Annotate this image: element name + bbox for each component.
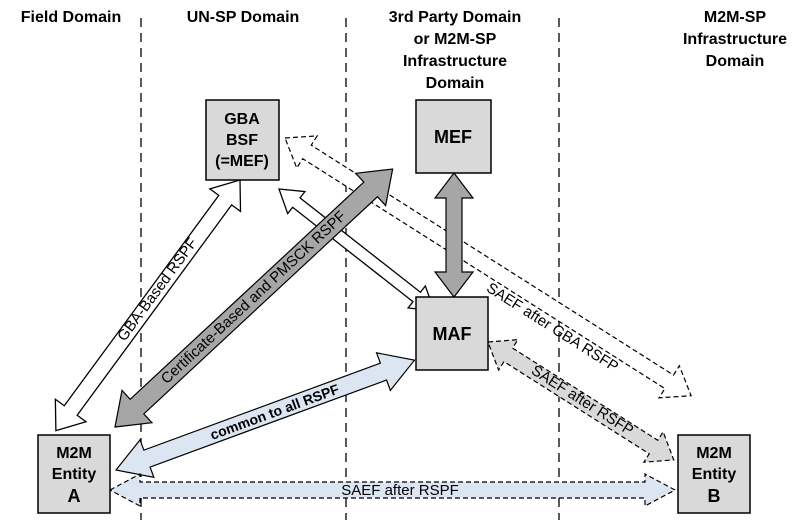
- label-saef-after-rsfp: SAEF after RSFP: [528, 362, 636, 439]
- svg-text:M2M: M2M: [56, 445, 92, 462]
- svg-text:(=MEF): (=MEF): [215, 153, 269, 170]
- arrow-gba-based-rspf: [54, 179, 242, 432]
- arrow-saef-after-rsfp: [487, 338, 675, 463]
- arrow-certificate-pmsck-rspf: [114, 168, 394, 428]
- svg-text:A: A: [68, 486, 81, 506]
- svg-text:B: B: [708, 486, 721, 506]
- node-mef: MEF: [415, 99, 492, 174]
- svg-text:Infrastructure: Infrastructure: [403, 53, 507, 70]
- header-third-party-domain: 3rd Party Domain or M2M-SP Infrastructur…: [389, 9, 521, 92]
- label-common-to-all-rspf: common to all RSPF: [208, 381, 342, 443]
- svg-text:MEF: MEF: [434, 127, 472, 147]
- node-gba-bsf: GBA BSF (=MEF): [205, 99, 280, 181]
- arrow-saef-after-rspf: [108, 473, 677, 507]
- node-maf: MAF: [415, 296, 489, 371]
- svg-text:M2M-SP: M2M-SP: [704, 9, 767, 26]
- svg-text:Entity: Entity: [52, 466, 97, 483]
- arrow-common-to-all-rspf: [114, 352, 416, 479]
- header-field-domain: Field Domain: [21, 9, 121, 26]
- svg-text:BSF: BSF: [226, 132, 258, 149]
- svg-text:Domain: Domain: [706, 53, 765, 70]
- node-m2m-entity-b: M2M Entity B: [677, 434, 751, 514]
- svg-text:GBA: GBA: [224, 111, 260, 128]
- header-unsp-domain: UN-SP Domain: [187, 9, 300, 26]
- svg-text:M2M: M2M: [696, 445, 732, 462]
- label-gba-based-rspf: GBA-Based RSPF: [114, 235, 201, 345]
- label-saef-after-rspf: SAEF after RSPF: [341, 482, 459, 499]
- svg-text:Infrastructure: Infrastructure: [683, 31, 787, 48]
- svg-text:Entity: Entity: [692, 466, 737, 483]
- svg-text:Domain: Domain: [426, 75, 485, 92]
- domain-separators: [140, 18, 560, 520]
- svg-text:MAF: MAF: [433, 324, 472, 344]
- node-m2m-entity-a: M2M Entity A: [37, 434, 111, 514]
- svg-text:or M2M-SP: or M2M-SP: [414, 31, 497, 48]
- header-m2msp-domain: M2M-SP Infrastructure Domain: [683, 9, 787, 70]
- svg-text:3rd Party Domain: 3rd Party Domain: [389, 9, 521, 26]
